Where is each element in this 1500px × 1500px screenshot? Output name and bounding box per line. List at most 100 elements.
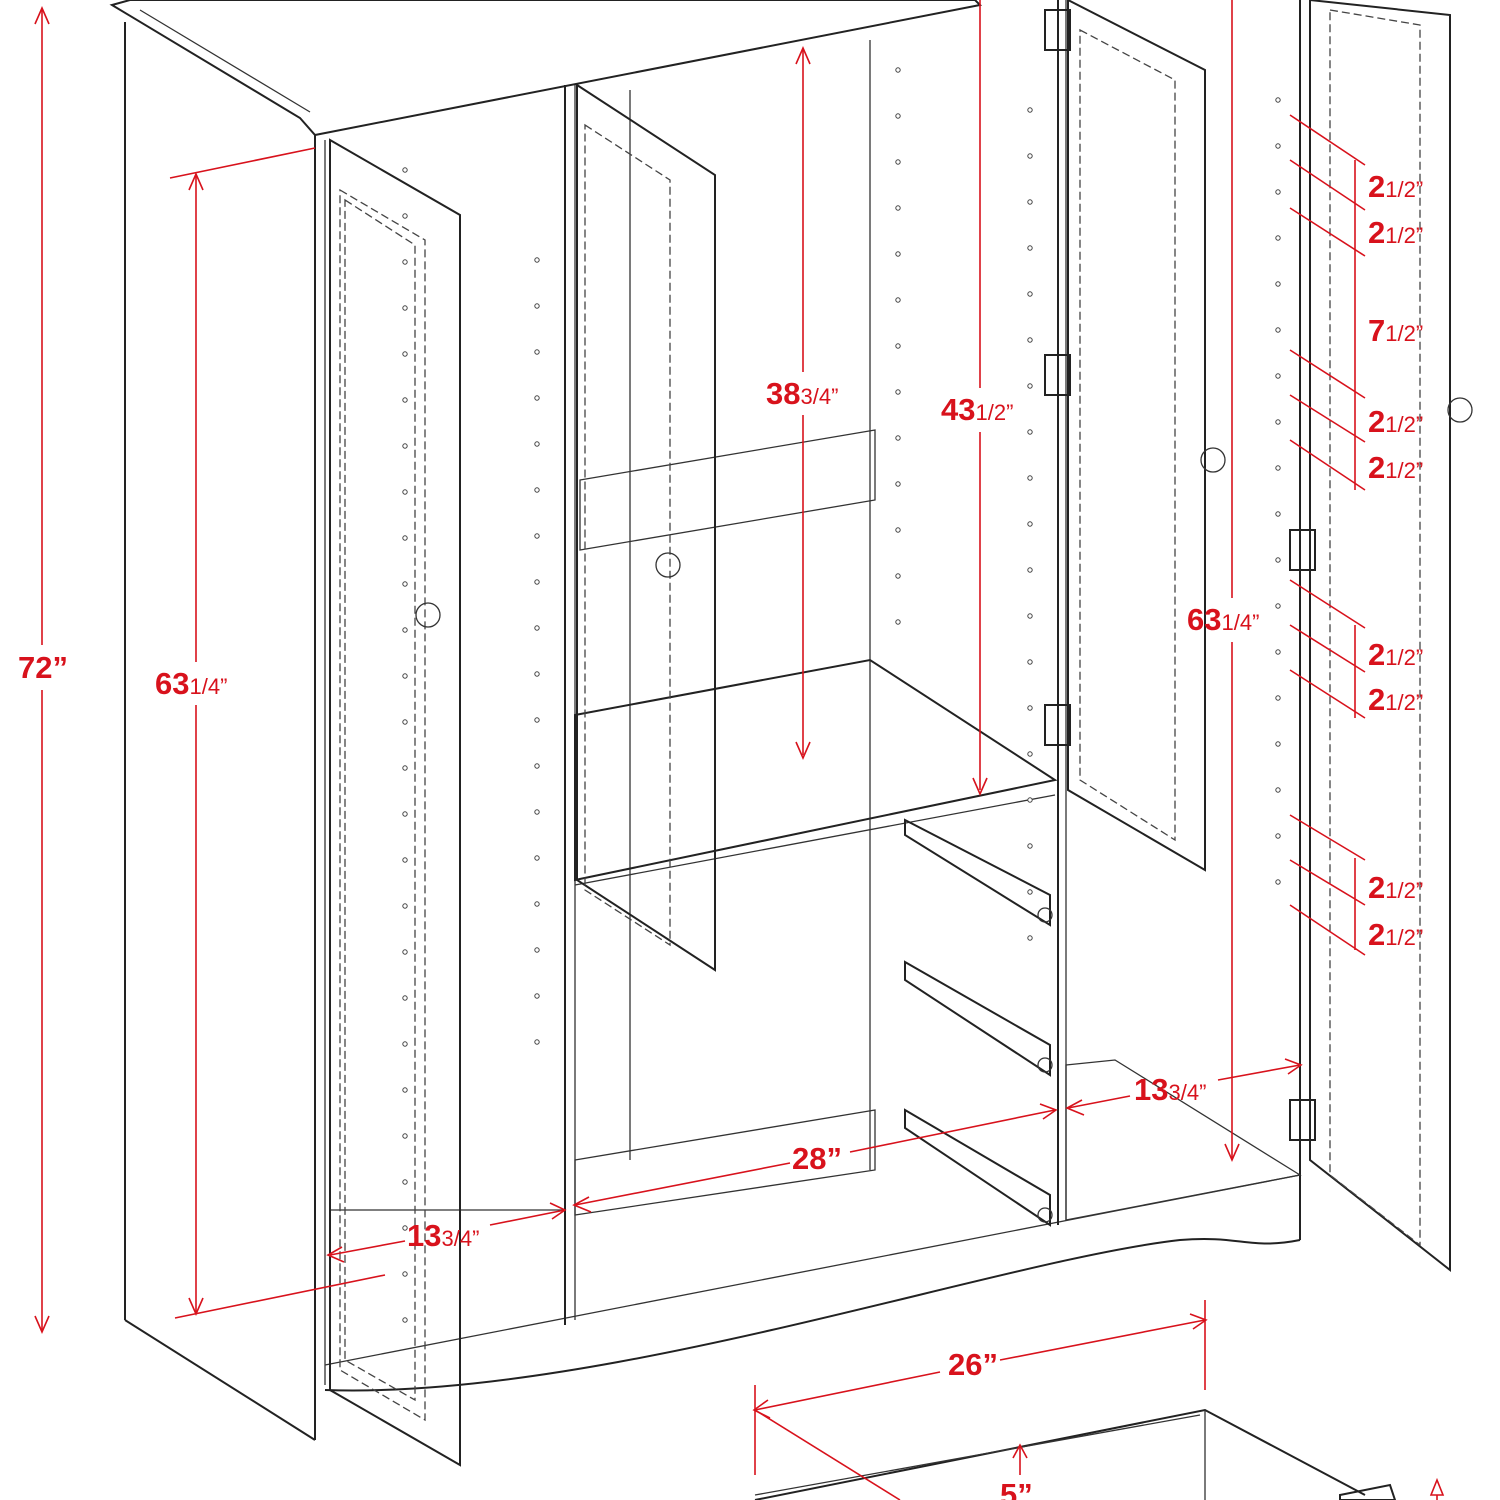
hinge-icon bbox=[1289, 1099, 1316, 1141]
pin-hole bbox=[1027, 383, 1033, 389]
hinge-icon bbox=[1044, 354, 1071, 396]
drawer-slides bbox=[904, 818, 1053, 1227]
pin-hole bbox=[402, 1317, 408, 1323]
pin-hole bbox=[1027, 935, 1033, 941]
shelf-spacing-label: 21/2” bbox=[1368, 404, 1423, 439]
right-center-door bbox=[1067, 0, 1206, 872]
pin-hole bbox=[534, 533, 540, 539]
pin-hole bbox=[534, 717, 540, 723]
shelf-spacing-label: 21/2” bbox=[1368, 917, 1423, 952]
pin-hole bbox=[1027, 843, 1033, 849]
right-door bbox=[1309, 0, 1451, 1273]
left-door bbox=[329, 138, 461, 1467]
pin-hole bbox=[534, 901, 540, 907]
pin-hole bbox=[402, 627, 408, 633]
drawer-width-label: 26” bbox=[948, 1347, 998, 1382]
interior-height-label: 431/2” bbox=[941, 392, 1013, 427]
pin-hole bbox=[402, 581, 408, 587]
pin-hole bbox=[534, 671, 540, 677]
pin-hole bbox=[534, 579, 540, 585]
pin-hole bbox=[534, 809, 540, 815]
hinge-icon bbox=[1044, 9, 1071, 51]
pin-hole bbox=[1027, 659, 1033, 665]
pin-hole bbox=[1275, 281, 1281, 287]
pin-hole bbox=[402, 1179, 408, 1185]
pin-hole bbox=[895, 205, 901, 211]
center-door bbox=[576, 83, 716, 972]
pin-hole bbox=[534, 303, 540, 309]
pin-hole bbox=[402, 1225, 408, 1231]
shelf-spacing-label: 21/2” bbox=[1368, 215, 1423, 250]
right-section-height-label: 631/4” bbox=[1187, 602, 1259, 637]
pin-hole bbox=[402, 995, 408, 1001]
door-knob-icon bbox=[1200, 447, 1226, 473]
pin-hole bbox=[402, 1087, 408, 1093]
pin-hole bbox=[402, 857, 408, 863]
pin-hole bbox=[1275, 327, 1281, 333]
pin-hole bbox=[534, 763, 540, 769]
pin-hole bbox=[1275, 695, 1281, 701]
pin-hole bbox=[402, 489, 408, 495]
pin-hole bbox=[895, 343, 901, 349]
pin-hole bbox=[1027, 429, 1033, 435]
pin-hole bbox=[534, 625, 540, 631]
pin-hole bbox=[534, 487, 540, 493]
hinge-icon bbox=[1044, 704, 1071, 746]
pin-hole bbox=[1275, 419, 1281, 425]
pin-hole bbox=[1027, 337, 1033, 343]
door-knob-icon bbox=[415, 602, 441, 628]
shelf-spacing-label: 21/2” bbox=[1368, 682, 1423, 717]
pin-hole bbox=[1027, 475, 1033, 481]
pin-hole bbox=[895, 435, 901, 441]
left-section-width-label: 133/4” bbox=[407, 1218, 479, 1253]
hanging-height-label: 383/4” bbox=[766, 376, 838, 411]
pin-hole bbox=[402, 167, 408, 173]
pin-hole bbox=[895, 389, 901, 395]
pin-hole bbox=[534, 349, 540, 355]
pin-hole bbox=[1275, 741, 1281, 747]
pin-hole bbox=[895, 297, 901, 303]
center-width-label: 28” bbox=[792, 1141, 842, 1176]
pin-hole bbox=[895, 159, 901, 165]
pin-hole bbox=[1027, 107, 1033, 113]
pin-hole bbox=[1027, 291, 1033, 297]
pin-hole bbox=[402, 213, 408, 219]
shelf-spacing-label: 21/2” bbox=[1368, 450, 1423, 485]
pin-hole bbox=[1275, 649, 1281, 655]
pin-hole bbox=[402, 397, 408, 403]
pin-hole bbox=[1275, 189, 1281, 195]
pin-hole bbox=[402, 535, 408, 541]
pin-hole bbox=[1275, 373, 1281, 379]
pin-hole bbox=[895, 573, 901, 579]
pin-hole bbox=[402, 811, 408, 817]
pin-hole bbox=[402, 719, 408, 725]
pin-hole bbox=[1275, 143, 1281, 149]
direction-arrow-icon bbox=[1429, 1477, 1445, 1496]
pin-hole bbox=[1027, 889, 1033, 895]
pin-hole bbox=[1275, 511, 1281, 517]
pin-hole bbox=[1027, 521, 1033, 527]
shelf-spacing-label: 21/2” bbox=[1368, 870, 1423, 905]
pin-hole bbox=[895, 481, 901, 487]
pin-hole bbox=[402, 673, 408, 679]
pin-hole bbox=[1275, 465, 1281, 471]
dimension-lines bbox=[34, 0, 1445, 1500]
pin-hole bbox=[1027, 613, 1033, 619]
pin-hole bbox=[402, 1271, 408, 1277]
pin-hole bbox=[1275, 97, 1281, 103]
pin-hole bbox=[895, 251, 901, 257]
dimension-labels: 72” 631/4” 383/4” 431/2” 631/4” 133/4” 2… bbox=[18, 169, 1423, 1500]
shelf-spacing-label: 71/2” bbox=[1368, 313, 1423, 348]
pin-hole bbox=[895, 619, 901, 625]
shelf-spacing-label: 21/2” bbox=[1368, 169, 1423, 204]
pin-hole bbox=[402, 1041, 408, 1047]
pin-hole bbox=[534, 993, 540, 999]
doors bbox=[329, 0, 1473, 1467]
pin-hole bbox=[1027, 567, 1033, 573]
pin-hole bbox=[895, 67, 901, 73]
pin-hole bbox=[534, 947, 540, 953]
cabinet-outline bbox=[109, 0, 1302, 1441]
pin-hole bbox=[534, 257, 540, 263]
pin-hole bbox=[1027, 245, 1033, 251]
